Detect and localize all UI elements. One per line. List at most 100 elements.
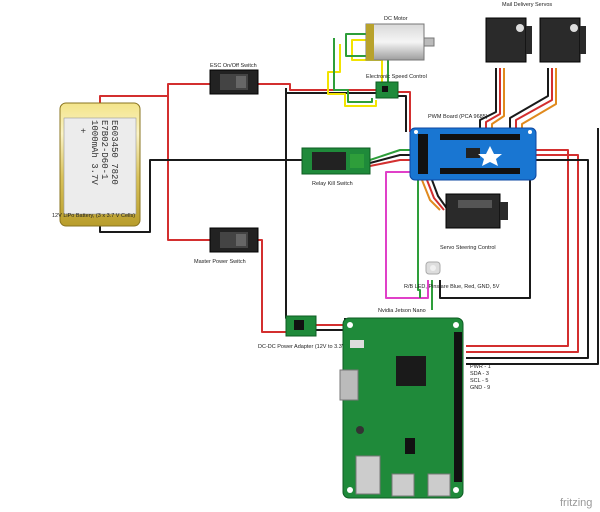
- label-jetson: Nvidia Jetson Nano: [378, 308, 426, 314]
- jetson-usb-port-2: [427, 473, 451, 497]
- label-mail-servos: Mail Delivery Servos: [502, 2, 552, 8]
- jetson-chip: [405, 438, 415, 454]
- battery-plus: +: [77, 128, 87, 133]
- battery: E603450 7820 E7B02-D60-1 1000mAh 3.7V +: [59, 102, 141, 227]
- wire-battery-to-relay-black: [99, 159, 302, 233]
- wire-steering-orange: [421, 179, 441, 211]
- wire-led-magenta: [385, 171, 429, 299]
- battery-text-3: 1000mAh 3.7V: [89, 120, 99, 185]
- dcdc-adapter: [285, 315, 317, 337]
- pin-label-pwr: PWR - 1: [470, 364, 491, 370]
- pin-label-gnd: GND - 9: [470, 385, 490, 391]
- jetson-gpio-header: [454, 332, 462, 482]
- label-relay: Relay Kill Switch: [312, 181, 353, 187]
- battery-text-2: E7B02-D60-1: [99, 120, 109, 179]
- jetson-usb-port-1: [391, 473, 415, 497]
- mail-servo-2: [539, 17, 586, 63]
- wire-mail-servo-2-black: [509, 68, 549, 128]
- mail-servo-2-tab: [580, 26, 586, 54]
- jetson-mount-hole: [453, 322, 459, 328]
- jetson-mount-hole: [347, 487, 353, 493]
- wire-jetson-gnd-black: [466, 128, 599, 365]
- wire-relay-to-pca-red: [369, 159, 412, 167]
- label-battery: 12V LiPo Battery, (3 x 3.7 V Cells): [52, 213, 135, 219]
- jetson-board: [342, 317, 464, 499]
- pin-label-sda: SDA - 3: [470, 371, 489, 377]
- jetson-cpu: [396, 356, 426, 386]
- label-pwm-board: PWM Board (PCA 9685): [428, 114, 488, 120]
- dc-motor: [365, 23, 435, 61]
- label-esc-switch: ESC On/Off Switch: [210, 63, 257, 69]
- jetson-hdmi-port: [339, 369, 359, 401]
- relay-coil: [312, 152, 346, 170]
- wire-jetson-pwr-red: [466, 149, 569, 347]
- jetson-power-jack: [350, 340, 364, 348]
- steering-servo-tab: [500, 202, 508, 220]
- label-steering-servo: Servo Steering Control: [440, 245, 496, 251]
- wire-jetson-sda-red: [466, 154, 579, 353]
- wires: [99, 33, 599, 365]
- steering-servo-top: [458, 200, 492, 208]
- wire-mail-servo-1-black: [479, 68, 497, 128]
- wire-esc-signal-red: [398, 91, 411, 132]
- label-master-switch: Master Power Switch: [194, 259, 246, 265]
- jetson-audio-jack: [356, 426, 364, 434]
- jetson-ethernet-port: [355, 455, 381, 495]
- fritzing-brand: fritzing: [560, 497, 592, 509]
- pca-chip: [466, 148, 480, 158]
- label-esc: Electronic Speed Control: [366, 74, 427, 80]
- pca-header-left: [418, 134, 428, 174]
- esc: [375, 81, 399, 99]
- wire-relay-to-pca-green: [369, 149, 412, 161]
- jetson-nano: [339, 317, 464, 499]
- pca-board: [409, 127, 537, 181]
- esc-chip: [382, 86, 388, 92]
- relay-terminal: [350, 154, 364, 168]
- pin-label-scl: SCL - 5: [470, 378, 488, 384]
- star-icon: [478, 146, 502, 166]
- jetson-mount-hole: [347, 322, 353, 328]
- wire-motor-yellow-2: [327, 44, 377, 107]
- label-dcdc: DC-DC Power Adapter (12V to 3.3V): [258, 344, 347, 350]
- mail-servo-1: [485, 17, 532, 63]
- pca-mount-hole: [528, 130, 532, 134]
- motor-body: [365, 23, 425, 61]
- pca-header-top: [440, 134, 520, 140]
- wire-battery-to-master-switch: [167, 96, 210, 241]
- battery-text-1: E603450 7820: [109, 120, 119, 185]
- label-led: R/B LED, Pins are Blue, Red, GND, 5V: [404, 284, 500, 290]
- wire-steering-black: [431, 179, 449, 211]
- esc-switch[interactable]: [209, 69, 259, 95]
- label-dc-motor: DC Motor: [384, 16, 408, 22]
- wire-pca-green-down: [417, 180, 421, 298]
- wire-esc-motor-green: [345, 33, 389, 84]
- jetson-mount-hole: [453, 487, 459, 493]
- wire-esc-signal-black: [398, 95, 407, 132]
- led: [425, 261, 441, 275]
- wire-esc-switch-to-esc-red: [258, 83, 377, 91]
- led-dome: [430, 265, 436, 271]
- wire-motor-green-2: [333, 38, 373, 103]
- dcdc-chip: [294, 320, 304, 330]
- pca-mount-hole: [414, 130, 418, 134]
- wire-esc-motor-yellow: [351, 39, 383, 84]
- wire-master-switch-to-dcdc: [258, 239, 286, 333]
- wire-mail-servo-1-orange: [491, 68, 505, 128]
- wire-jetson-scl-black: [466, 159, 589, 359]
- wire-relay-to-pca-black: [369, 154, 412, 164]
- master-switch[interactable]: [209, 227, 259, 253]
- mail-servo-1-tab: [526, 26, 532, 54]
- wire-mail-servo-2-red: [515, 68, 553, 128]
- wire-battery-to-esc-switch: [99, 83, 210, 103]
- mail-servo-1-horn: [516, 24, 524, 32]
- master-switch-toggle: [236, 234, 246, 246]
- wire-steering-red: [426, 179, 445, 211]
- battery-label: [63, 117, 137, 215]
- wire-mail-servo-1-red: [485, 68, 501, 128]
- wire-black-to-dcdc: [285, 93, 290, 319]
- relay: [301, 147, 371, 175]
- motor-shaft: [423, 37, 435, 47]
- motor-cap: [366, 24, 374, 60]
- steering-servo-body: [445, 193, 501, 229]
